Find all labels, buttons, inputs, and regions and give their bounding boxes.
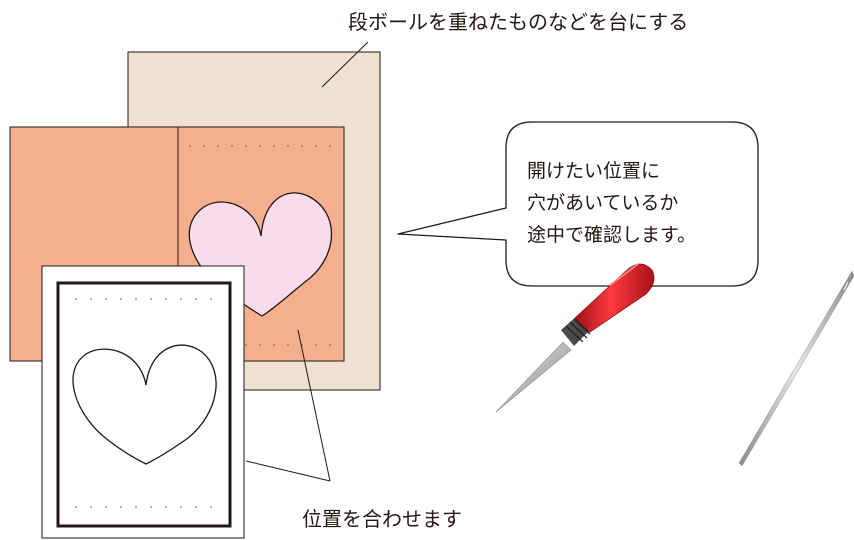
pattern-sheet-frame (56, 281, 232, 528)
speech-bubble-outline (397, 121, 759, 287)
needle-shaft (738, 270, 854, 467)
awl-needle (495, 341, 572, 413)
top-note-leader (321, 41, 369, 88)
pattern-hole-dots-bottom (75, 506, 212, 508)
open-card (9, 126, 345, 362)
bottom-note-label: 位置を合わせます (302, 507, 462, 531)
pattern-heart-outline (72, 344, 217, 465)
bottom-note-leaders (245, 329, 331, 482)
awl-handle (574, 263, 655, 333)
speech-bubble (397, 121, 759, 287)
speech-bubble-text: 開けたい位置に 穴があいているか 途中で確認します。 (527, 155, 696, 251)
pattern-sheet (41, 265, 245, 539)
needle-icon (738, 270, 854, 467)
card-hole-dots-top (189, 145, 331, 147)
awl-icon (495, 263, 655, 413)
speech-bubble-line: 穴があいているか (527, 192, 679, 214)
pattern-hole-dots-top (75, 298, 212, 300)
speech-bubble-line: 開けたい位置に (527, 160, 661, 182)
speech-bubble-line: 途中で確認します。 (527, 224, 697, 246)
top-note-label: 段ボールを重ねたものなどを台にする (348, 10, 689, 34)
